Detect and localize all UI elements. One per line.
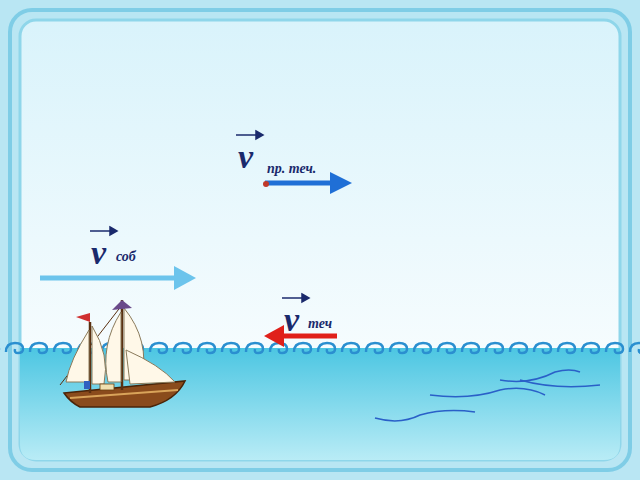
- sailboat: [60, 300, 185, 407]
- vector-overbars: [90, 131, 309, 302]
- vector-symbol: v: [238, 140, 253, 174]
- vector-symbol: v: [284, 303, 299, 337]
- vector-subscript: соб: [116, 250, 136, 264]
- water-ripples: [375, 370, 600, 421]
- vector-symbol: v: [91, 236, 106, 270]
- vector-subscript: пр. теч.: [267, 162, 316, 176]
- vector-arrows: [40, 172, 352, 347]
- vector-subscript: теч: [308, 317, 332, 331]
